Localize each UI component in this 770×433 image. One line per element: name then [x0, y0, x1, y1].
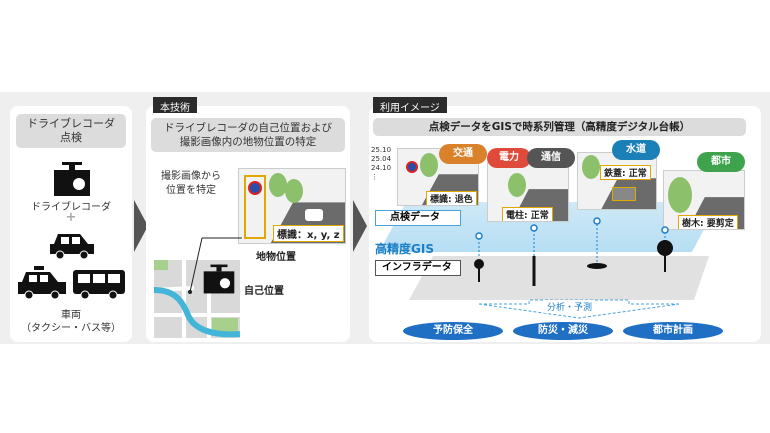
panel-header: ドライブレコーダ 点検 [16, 114, 126, 148]
category-city: 都市 [697, 152, 745, 172]
flow-arrow [353, 200, 367, 252]
no-parking-sign-icon [248, 181, 262, 195]
self-position-label: 自己位置 [244, 286, 284, 297]
category-power: 電力 [487, 148, 531, 168]
panel-header: ドライブレコーダの自己位置および 撮影画像内の地物位置の特定 [151, 118, 345, 152]
vehicle-label: 車両 [61, 310, 81, 321]
leader-line [188, 237, 242, 294]
panel-core-technology: ドライブレコーダの自己位置および 撮影画像内の地物位置の特定 撮影画像から 位置… [146, 106, 350, 342]
photo-label: 電柱: 正常 [502, 207, 553, 221]
gis-label: 高精度GIS [375, 242, 434, 256]
dashcam-icon [203, 264, 235, 294]
outcome-disaster-prevention: 防災・減災 [513, 322, 613, 340]
inspection-data-label: 点検データ [375, 210, 461, 226]
bus-icon [73, 270, 125, 300]
photo-label: 鉄蓋: 正常 [600, 165, 651, 180]
infra-data-label: インフラデータ [375, 260, 461, 276]
category-traffic: 交通 [439, 144, 487, 164]
outcome-urban-planning: 都市計画 [623, 322, 723, 340]
photo-label: 標識: 退色 [426, 191, 477, 205]
category-telecom: 通信 [527, 148, 575, 168]
dashcam-label: ドライブレコーダ [31, 202, 111, 213]
sign-highlight [244, 175, 266, 239]
panel-header: 点検データをGISで時系列管理（高精度デジタル台帳） [373, 118, 746, 136]
sign-coordinates-label: 標識：x, y, z [273, 225, 344, 242]
photo-label: 樹木: 要剪定 [678, 215, 738, 229]
inspection-photo-power: 電柱: 正常 [487, 162, 569, 222]
inspection-photo-city: 樹木: 要剪定 [663, 170, 745, 230]
dashcam-icon [54, 162, 90, 196]
panel-dashcam-inspection: ドライブレコーダ 点検 ドライブレコーダ + 車両 （タクシー・バス等） [10, 106, 132, 342]
analysis-label: 分析・予測 [544, 300, 596, 313]
analysis-bracket [479, 299, 679, 319]
vehicle-sublabel: （タクシー・バス等） [21, 323, 121, 334]
core-technology-tag: 本技術 [153, 97, 197, 114]
flow-arrow [134, 200, 148, 252]
location-pins [474, 217, 673, 286]
use-case-tag: 利用イメージ [373, 97, 447, 114]
object-position-label: 地物位置 [256, 252, 296, 263]
plus-sign: + [65, 210, 77, 225]
taxi-icon [18, 266, 66, 300]
captured-image: 標識：x, y, z [238, 168, 346, 244]
locate-text: 撮影画像から 位置を特定 [161, 171, 221, 196]
outcome-preventive-maintenance: 予防保全 [403, 322, 503, 340]
category-water: 水道 [612, 140, 660, 160]
inspection-photo-water: 鉄蓋: 正常 [577, 152, 657, 210]
car-icon [50, 234, 94, 260]
